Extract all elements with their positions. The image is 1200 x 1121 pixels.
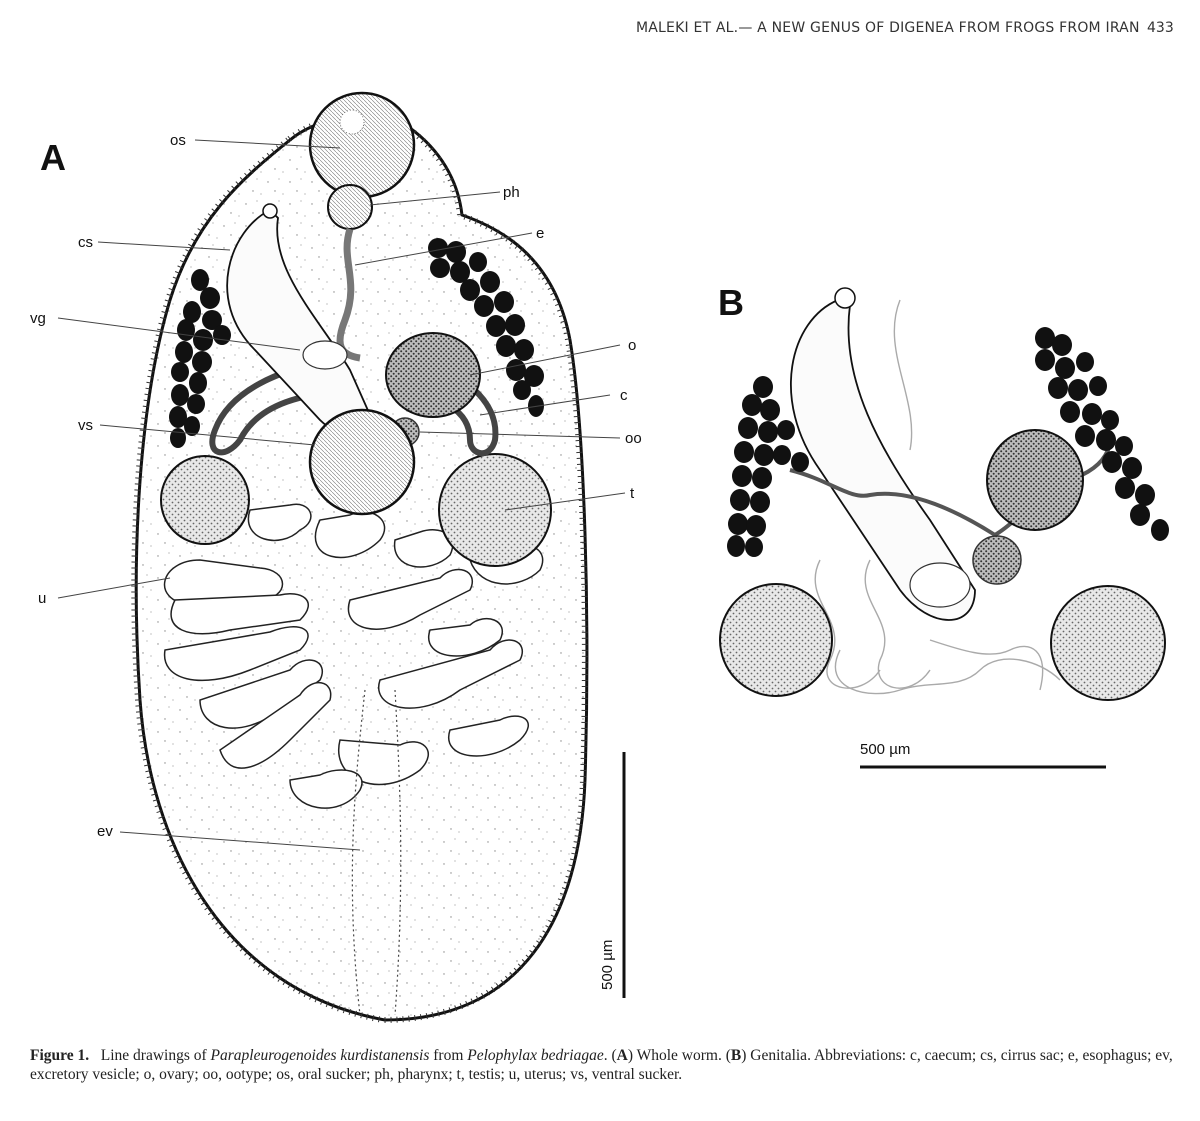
panel-b-ovary: [986, 429, 1084, 531]
panel-b-testis-right: [1050, 585, 1166, 701]
worm-tegument-edge: [131, 114, 588, 1024]
caption-panel-b: B: [730, 1047, 742, 1064]
panel-b-testis-left: [719, 583, 833, 697]
oral-sucker-aperture: [339, 109, 365, 135]
label-o: o: [628, 337, 636, 354]
label-vg: vg: [30, 310, 46, 327]
ovary: [385, 332, 481, 418]
panel-b-uterus: [814, 299, 1061, 695]
testis-right: [438, 453, 552, 567]
ventral-sucker: [308, 408, 416, 516]
panel-b-seminal-vesicle: [909, 562, 971, 608]
caption-species: Parapleurogenoides kurdistanensis: [210, 1047, 430, 1064]
caption-text-3: . (: [603, 1047, 617, 1064]
figure-caption: Figure 1. Line drawings of Parapleurogen…: [30, 1046, 1190, 1084]
label-e: e: [536, 225, 544, 242]
leader-lines: [57, 139, 626, 851]
panel-b-cirrus-sac: [790, 299, 976, 621]
running-head: MALEKI ET AL.— A NEW GENUS OF DIGENEA FR…: [636, 20, 1140, 36]
label-oo: oo: [625, 430, 642, 447]
vitellarium-left: [169, 269, 231, 448]
label-ph: ph: [503, 184, 520, 201]
pharynx: [327, 184, 373, 230]
label-t: t: [630, 485, 635, 502]
panel-a: A: [30, 91, 642, 1024]
caption-panel-a: A: [616, 1047, 628, 1064]
label-cs: cs: [78, 234, 93, 251]
caption-text-1: Line drawings of: [100, 1047, 211, 1064]
caption-text-4: ) Whole worm. (: [627, 1047, 731, 1064]
figure-1: A: [30, 91, 1169, 1024]
label-vs: vs: [78, 417, 93, 434]
label-os: os: [170, 132, 186, 149]
caption-figure-number: Figure 1.: [30, 1047, 90, 1064]
caption-text-5: ) Genitalia. Abbreviations: c, caecum; c…: [30, 1047, 1173, 1083]
panel-b-genital-pore: [834, 287, 856, 309]
panel-b-vitellarium-right: [1035, 327, 1169, 541]
seminal-vesicle: [302, 340, 348, 370]
panel-b: B: [718, 282, 1169, 769]
panel-b-letter: B: [718, 282, 744, 323]
scale-bar-b-label: 500 µm: [860, 741, 910, 758]
panel-b-vitellarium-left: [727, 376, 809, 557]
genital-pore: [262, 203, 278, 219]
page-number: 433: [1147, 20, 1174, 36]
label-c: c: [620, 387, 628, 404]
label-u: u: [38, 590, 46, 607]
oral-sucker: [308, 91, 416, 199]
panel-a-letter: A: [40, 137, 66, 178]
caption-text-2: from: [429, 1047, 468, 1064]
panel-b-ootype: [972, 535, 1022, 585]
label-ev: ev: [97, 823, 113, 840]
caption-host: Pelophylax bedriagae: [467, 1047, 604, 1064]
scale-bar-a-label: 500 µm: [599, 940, 616, 990]
excretory-vesicle: [351, 689, 402, 1016]
testis-left: [160, 455, 250, 545]
